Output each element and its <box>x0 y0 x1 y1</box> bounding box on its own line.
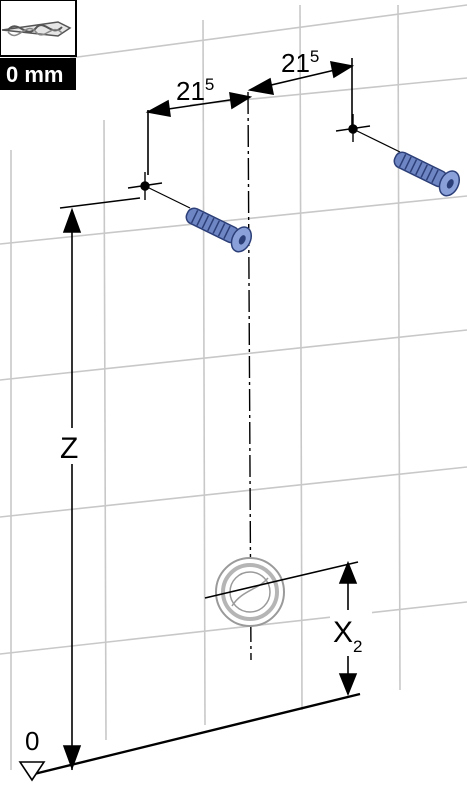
anchor-guide-left <box>144 185 191 209</box>
pipe-outlet-ring <box>215 557 285 627</box>
arrowhead <box>338 560 358 584</box>
drill-hole-right <box>335 114 371 142</box>
arrowhead <box>247 77 275 95</box>
height-label: Z <box>60 432 78 465</box>
height-dimension <box>59 197 141 771</box>
offset-extension-top <box>204 561 359 599</box>
offset-label-bg <box>330 610 372 656</box>
drill-badge: 0 mm <box>0 0 77 90</box>
arrowhead <box>145 99 171 117</box>
height-extension-top <box>59 197 141 209</box>
drill-size-label: 0 mm <box>6 62 63 87</box>
right-spacing-value: 215 <box>281 47 319 78</box>
tile-joint-horizontal <box>69 4 467 59</box>
tile-joint-horizontal <box>0 329 467 381</box>
tile-joint-vertical <box>299 4 303 711</box>
tile-grid <box>0 4 467 770</box>
offset-label: X2 <box>333 616 362 656</box>
tile-joint-horizontal <box>0 466 467 518</box>
floor-level-triangle-icon <box>18 761 46 782</box>
tile-joint-vertical <box>397 4 401 691</box>
arrowhead <box>62 207 82 233</box>
tile-joint-horizontal <box>0 601 467 655</box>
drill-size-plate <box>0 58 76 90</box>
tile-joint-horizontal <box>0 195 467 245</box>
arrowhead <box>329 60 355 79</box>
arrowhead <box>338 673 358 697</box>
tile-joint-vertical <box>202 19 206 726</box>
anchor-guide-right <box>352 128 401 153</box>
left-spacing-value: 215 <box>176 75 214 106</box>
height-label-bg <box>56 428 86 464</box>
tile-joint-vertical <box>103 119 107 741</box>
wall-anchor-left <box>185 207 253 253</box>
floor-level-label: 0 <box>25 726 39 756</box>
drill-bit-icon <box>1 21 72 37</box>
arrowhead <box>229 91 253 110</box>
arrowhead <box>62 745 82 771</box>
wall-anchor-right <box>393 151 461 197</box>
spacing-dimensions <box>145 58 355 175</box>
floor-line <box>29 692 361 777</box>
